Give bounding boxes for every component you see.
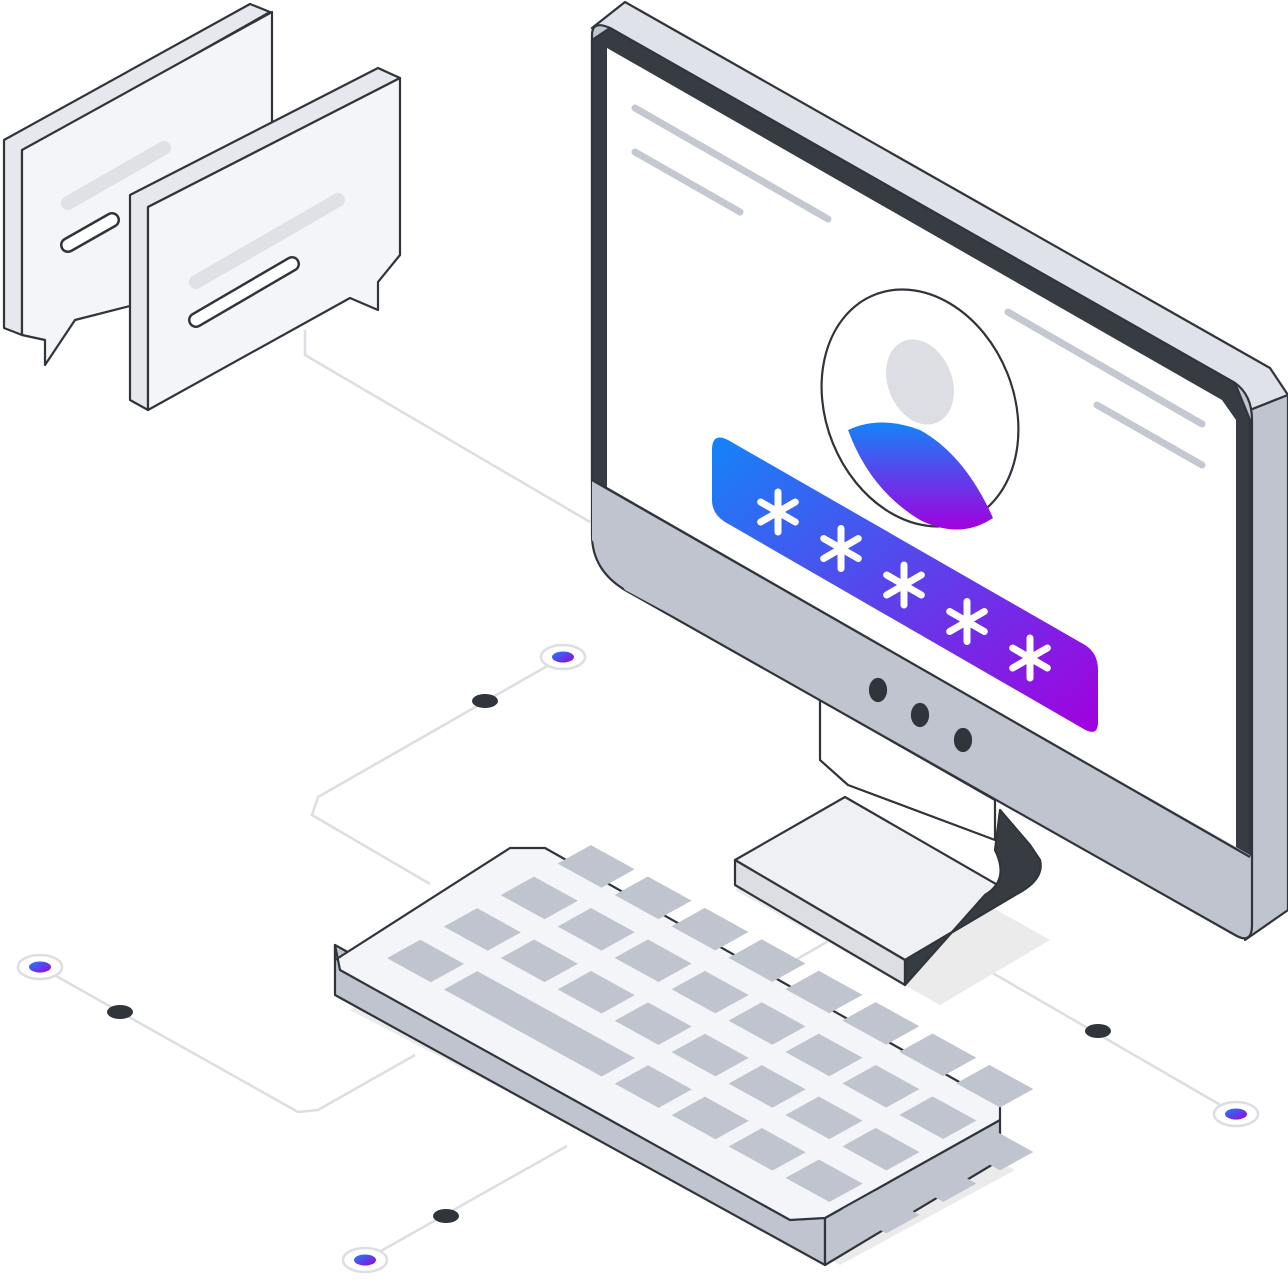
placeholder-text-line (631, 148, 744, 216)
password-field[interactable] (712, 437, 1098, 732)
keyboard-key[interactable] (671, 907, 749, 951)
keyboard-key[interactable] (899, 1033, 977, 1077)
connector-dot-icon (472, 694, 498, 708)
keyboard-key[interactable] (899, 1096, 977, 1139)
keyboard-key[interactable] (842, 1190, 920, 1234)
monitor-button-icon[interactable] (953, 727, 973, 753)
keyboard-key[interactable] (842, 1065, 920, 1108)
user-avatar-icon (820, 288, 1020, 530)
keyboard-icon (333, 845, 1034, 1267)
keyboard-key[interactable] (956, 1064, 1034, 1108)
asterisk-icon (946, 598, 988, 645)
connector-dot-icon (1085, 1024, 1111, 1038)
chat-bubble-icon (128, 66, 402, 412)
connector-nodes (16, 643, 1260, 1274)
connector-dot-icon (433, 1209, 459, 1223)
keyboard-key[interactable] (671, 970, 749, 1014)
placeholder-text-line (1004, 308, 1206, 428)
keyboard-key[interactable] (728, 939, 806, 982)
keyboard-key[interactable] (671, 1033, 749, 1077)
placeholder-text-line (1093, 401, 1206, 469)
keyboard-key[interactable] (500, 876, 578, 920)
keyboard-key[interactable] (728, 1002, 806, 1045)
keyboard-key[interactable] (728, 1128, 806, 1171)
monitor-stand (733, 698, 1050, 1005)
keyboard-key[interactable] (614, 1002, 692, 1045)
keyboard-key[interactable] (614, 876, 692, 920)
keyboard-key[interactable] (956, 1127, 1034, 1171)
asterisk-icon (883, 561, 925, 609)
keyboard-key[interactable] (557, 908, 635, 951)
connector-line (364, 1144, 568, 1262)
keyboard-key[interactable] (443, 971, 635, 1077)
keyboard-key[interactable] (614, 939, 692, 983)
connector-line (310, 655, 564, 886)
monitor-button-icon[interactable] (910, 702, 930, 728)
keyboard-key[interactable] (557, 970, 635, 1014)
keyboard-key[interactable] (614, 1065, 692, 1108)
connector-endpoint-icon (341, 1246, 389, 1274)
keyboard-key[interactable] (785, 1033, 863, 1077)
keyboard-key[interactable] (557, 845, 635, 888)
keyboard-key[interactable] (842, 1002, 920, 1045)
connector-endpoint-icon (16, 953, 64, 981)
keyboard-key[interactable] (842, 1127, 920, 1171)
asterisk-icon (1009, 634, 1051, 682)
connector-line (39, 965, 416, 1114)
connector-dot-icon (107, 1005, 133, 1019)
keyboard-key[interactable] (387, 939, 465, 983)
password-mask (757, 488, 1051, 682)
screen-content (631, 104, 1206, 469)
keyboard-key[interactable] (785, 970, 863, 1014)
keyboard-key[interactable] (785, 1159, 863, 1203)
connector-line (303, 330, 591, 524)
keyboard-key[interactable] (443, 908, 521, 951)
asterisk-icon (820, 525, 862, 572)
keyboard-key[interactable] (500, 939, 578, 983)
keyboard-key[interactable] (899, 1159, 977, 1202)
keyboard-key[interactable] (728, 1065, 806, 1108)
monitor-button-icon[interactable] (868, 677, 888, 703)
placeholder-text-line (631, 104, 832, 223)
keyboard-key[interactable] (671, 1096, 749, 1140)
asterisk-icon (757, 488, 799, 536)
connector-endpoint-icon (539, 643, 587, 671)
keyboard-key[interactable] (785, 1096, 863, 1140)
monitor-chin (592, 480, 1250, 925)
connector-endpoint-icon (1212, 1100, 1260, 1128)
